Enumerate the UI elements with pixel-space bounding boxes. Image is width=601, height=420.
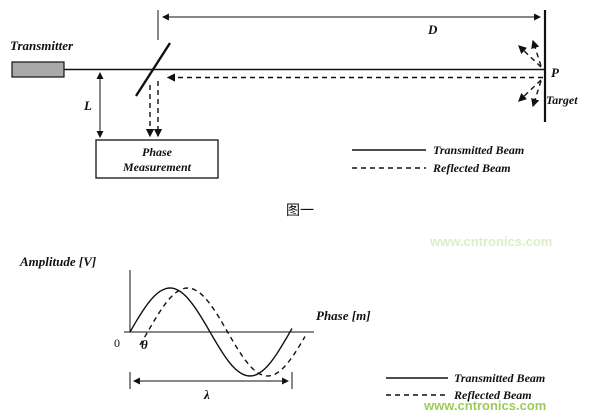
- lambda-label: λ: [203, 387, 210, 402]
- figure2-legend: Transmitted Beam Reflected Beam: [386, 371, 545, 402]
- l-label: L: [83, 98, 92, 113]
- phase-measurement-box: [95, 139, 219, 179]
- phase-box-line1: Phase: [142, 145, 173, 159]
- d-label: D: [427, 22, 438, 37]
- figure2-chart: www.cntronics.com Amplitude [V] Phase [m…: [19, 234, 552, 413]
- legend2-transmitted-label: Transmitted Beam: [454, 371, 545, 385]
- phase-box-line2: Measurement: [122, 160, 192, 174]
- scatter-arrow-down: [531, 80, 542, 108]
- transmitter-box: [11, 61, 65, 78]
- scatter-arrows: [518, 39, 542, 108]
- amplitude-axis-label: Amplitude [V]: [19, 254, 96, 269]
- target-point-label: P: [551, 65, 560, 80]
- watermark-main: www.cntronics.com: [423, 398, 546, 413]
- phase-axis-label: Phase [m]: [316, 308, 371, 323]
- figure1-legend: Transmitted Beam Reflected Beam: [352, 143, 524, 175]
- theta-label: θ: [141, 337, 148, 352]
- legend1-transmitted-label: Transmitted Beam: [433, 143, 524, 157]
- watermark-faint: www.cntronics.com: [429, 234, 552, 249]
- legend2-reflected-label: Reflected Beam: [453, 388, 532, 402]
- figure1-caption: 图一: [286, 204, 314, 219]
- figure1-diagram: Transmitter D P Target L Phase: [10, 10, 578, 219]
- target-label: Target: [546, 93, 578, 107]
- reflected-wave: [139, 287, 306, 377]
- transmitted-wave: [129, 287, 293, 377]
- legend1-reflected-label: Reflected Beam: [432, 161, 511, 175]
- transmitter-label: Transmitter: [10, 38, 74, 53]
- origin-label: 0: [114, 336, 120, 350]
- beam-splitter: [134, 42, 172, 97]
- scatter-arrow-up: [531, 39, 542, 67]
